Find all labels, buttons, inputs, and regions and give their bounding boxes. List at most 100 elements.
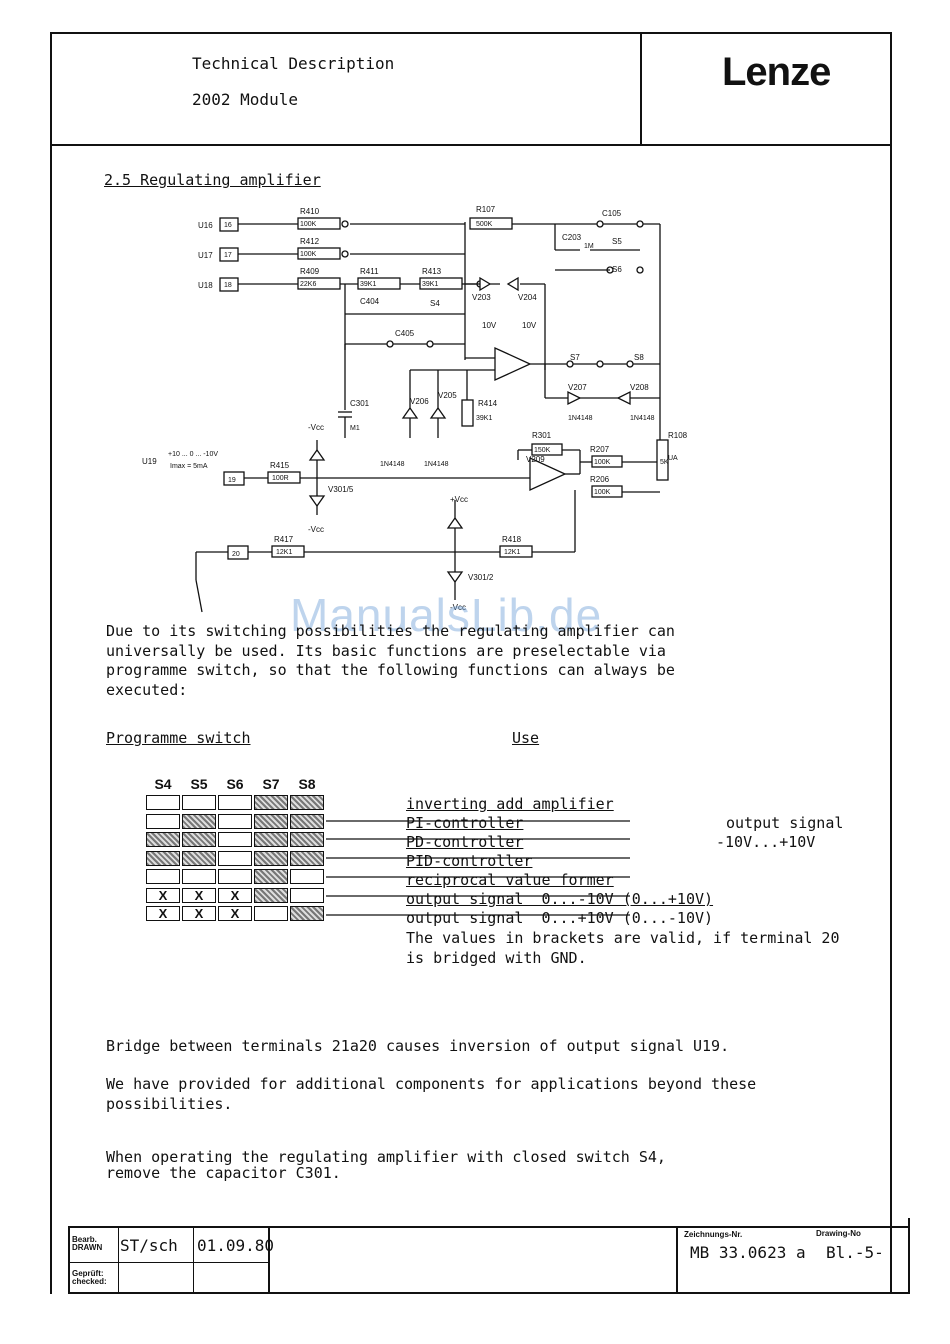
schematic-label: +10 ... 0 ... -10V: [168, 451, 218, 458]
schematic-label: V203: [472, 293, 491, 302]
switch-contact: [626, 360, 634, 368]
page-frame: [50, 32, 892, 1294]
switch-cell: [290, 795, 324, 810]
switch-cell: [146, 869, 180, 884]
schematic-label: R413: [422, 267, 442, 276]
footer-col3: [268, 1226, 270, 1294]
switch-cell: [146, 832, 180, 847]
switch-cell: [254, 850, 288, 866]
schematic-label: 1N4148: [568, 415, 593, 422]
switch-contact: [636, 220, 644, 228]
schematic-label: R409: [300, 267, 320, 276]
schematic-label: V209: [526, 455, 545, 464]
schematic-label: R108: [668, 431, 688, 440]
schematic-label: R412: [300, 237, 320, 246]
schematic-label: V208: [630, 383, 649, 392]
op-amp: [494, 346, 532, 382]
switch-cell: [218, 869, 252, 884]
footer-mid-rule: [68, 1262, 268, 1263]
switch-cell: [254, 887, 288, 903]
intro-paragraph: Due to its switching possibilities the r…: [106, 622, 675, 700]
footer-right-rule: [908, 1218, 910, 1294]
switch-contact: [341, 250, 349, 258]
diode: [429, 406, 447, 419]
provided-paragraph-line2: possibilities.: [106, 1095, 233, 1113]
schematic-label: UA: [668, 455, 678, 462]
switch-cell: [254, 813, 288, 829]
side-note-line2: -10V...+10V: [716, 833, 816, 851]
switch-contact: [596, 220, 604, 228]
switch-cell: [290, 832, 324, 847]
function-item: output signal 0...+10V (0...-10V): [406, 909, 714, 927]
schematic-label: S7: [570, 353, 580, 362]
schematic-label: S4: [430, 299, 440, 308]
schematic-label: U19: [142, 457, 157, 466]
schematic-label: C301: [350, 399, 370, 408]
schematic-label: 100K: [300, 251, 317, 258]
schematic-label: V204: [518, 293, 537, 302]
switch-cell: [146, 850, 180, 866]
schematic-label: R301: [532, 431, 552, 440]
drawn-by: ST/sch: [120, 1236, 178, 1255]
function-item: inverting add amplifier: [406, 795, 614, 813]
schematic-label: U18: [198, 281, 213, 290]
lenze-logo: Lenze: [722, 50, 831, 94]
schematic-label: V207: [568, 383, 587, 392]
schematic-label: 20: [232, 551, 240, 558]
schematic-label: S6: [612, 265, 622, 274]
footer-col4: [676, 1226, 678, 1294]
schematic-label: 22K6: [300, 281, 316, 288]
schematic-label: 1M: [584, 243, 594, 250]
operating-paragraph-line1: When operating the regulating amplifier …: [106, 1148, 666, 1166]
diode: [567, 390, 582, 406]
drawn-date: 01.09.80: [197, 1236, 275, 1255]
diode: [308, 495, 326, 508]
schematic-label: 100K: [594, 459, 611, 466]
switch-cell: X: [146, 887, 180, 903]
switch-cell: [146, 813, 180, 829]
switch-contact: [566, 360, 574, 368]
diode: [446, 571, 464, 584]
schematic-label: M1: [350, 425, 360, 432]
footer-top-rule: [68, 1226, 910, 1228]
switch-cell: X: [218, 906, 252, 921]
schematic-label: R415: [270, 461, 290, 470]
header-divider: [640, 32, 642, 146]
watermark: ManualsLib.de: [290, 589, 603, 641]
function-item: PI-controller: [406, 814, 524, 832]
function-leader-lines: [326, 820, 630, 916]
schematic-label: V301/2: [468, 573, 494, 582]
schematic-label: V206: [410, 397, 429, 406]
bracket-note-line2: is bridged with GND.: [406, 949, 587, 967]
schematic-label: 12K1: [504, 549, 520, 556]
schematic-label: 10V: [482, 321, 497, 330]
switch-header: S6: [226, 776, 244, 792]
function-item: PD-controller: [406, 833, 524, 851]
schematic-label: -Vcc: [308, 423, 324, 432]
switch-cell: X: [218, 887, 252, 903]
diode: [506, 276, 519, 292]
switch-cell: [290, 813, 324, 829]
header-box: [50, 32, 892, 146]
switch-contact: [386, 340, 394, 348]
switch-cell: [146, 795, 180, 810]
switch-cell: [218, 850, 252, 866]
switch-cell: [218, 813, 252, 829]
schematic-label: 39K1: [422, 281, 438, 288]
schematic-label: -Vcc: [308, 525, 324, 534]
schematic-label: C405: [395, 329, 415, 338]
drawn-label: Bearb. DRAWN: [72, 1235, 103, 1252]
footer-left-rule: [68, 1226, 70, 1294]
drawing-number: MB 33.0623 a: [690, 1243, 806, 1262]
footer-bottom-rule: [68, 1292, 910, 1294]
switch-cell: [290, 887, 324, 903]
intro-line: Due to its switching possibilities the r…: [106, 622, 675, 640]
bracket-note-line1: The values in brackets are valid, if ter…: [406, 929, 840, 947]
use-heading: Use: [512, 729, 540, 747]
drawing-no-label-en: Drawing-No: [816, 1229, 861, 1238]
switch-contact: [426, 340, 434, 348]
function-item: reciprocal value former: [406, 871, 614, 889]
bridge-paragraph: Bridge between terminals 21a20 causes in…: [106, 1037, 730, 1055]
schematic-label: R411: [360, 267, 379, 276]
